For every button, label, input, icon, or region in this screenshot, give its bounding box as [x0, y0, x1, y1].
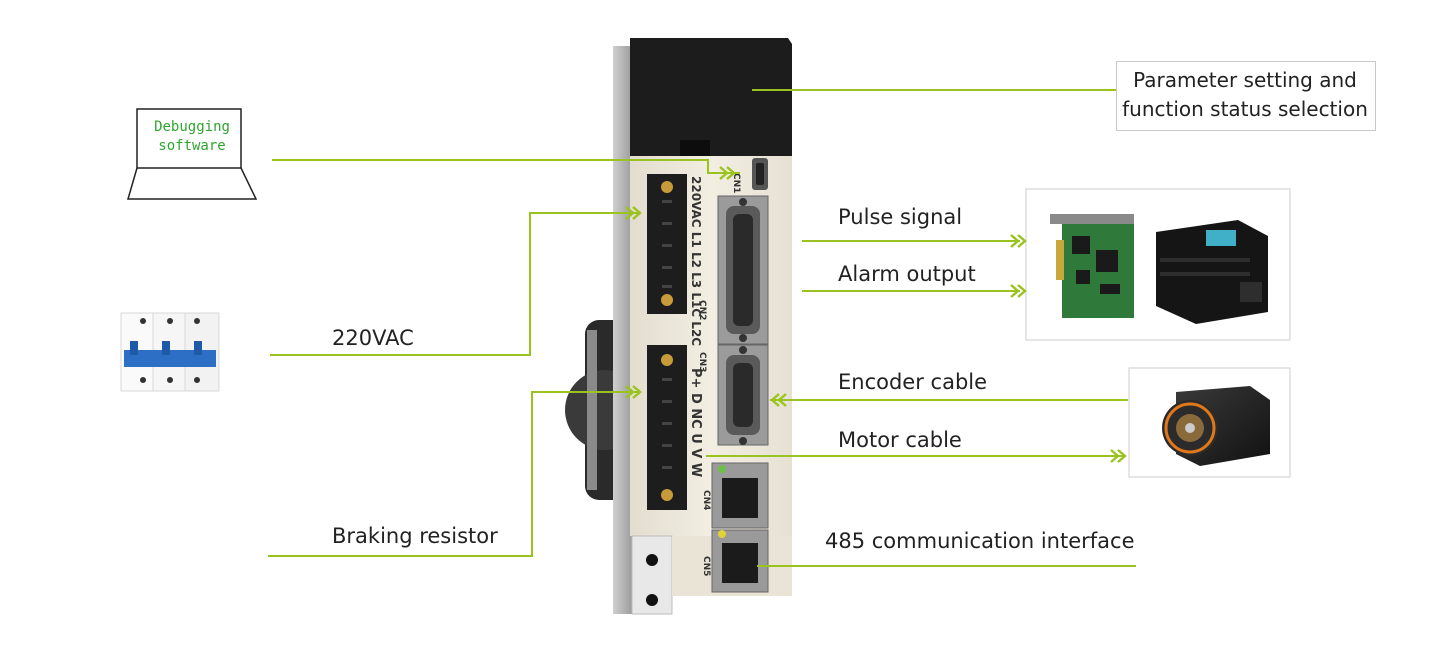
connector-lines — [268, 89, 1136, 567]
debugging-software-label: Debugging software — [140, 118, 244, 156]
arrow-icons — [625, 166, 1127, 463]
pulse-signal-label: Pulse signal — [838, 205, 963, 229]
motor-terminal-marking: P+ D NC U V W — [688, 368, 703, 477]
parameter-line2: function status selection — [1122, 97, 1368, 121]
cn4-marking: CN4 — [701, 490, 711, 510]
encoder-cable-label: Encoder cable — [838, 370, 988, 394]
cn2-marking: CN2 — [697, 300, 707, 320]
voltage-label: 220VAC — [332, 326, 414, 350]
parameter-label: Parameter setting and function status se… — [1116, 66, 1374, 124]
servo-motor-image — [1128, 367, 1291, 478]
parameter-line1: Parameter setting and — [1133, 68, 1357, 92]
cn3-marking: CN3 — [697, 352, 707, 372]
cn1-marking: CN1 — [731, 173, 741, 193]
motor-cable-label: Motor cable — [838, 428, 962, 452]
power-terminal-marking: 220VAC L1 L2 L3 L1C L2C — [689, 176, 703, 346]
controller-images — [1025, 188, 1291, 341]
communication-interface-label: 485 communication interface — [825, 529, 1135, 553]
debugging-software-line2: software — [158, 138, 226, 154]
debugging-software-line1: Debugging — [154, 119, 230, 135]
servo-drive: CN1 220VAC L1 L2 L3 L1C L2C CN2 CN3 P+ D… — [565, 38, 792, 615]
alarm-output-label: Alarm output — [838, 262, 976, 286]
laptop-icon — [127, 108, 258, 200]
cn5-marking: CN5 — [701, 556, 711, 576]
circuit-breaker-image — [120, 312, 220, 392]
braking-resistor-label: Braking resistor — [332, 524, 498, 548]
parameter-box — [1116, 61, 1376, 131]
